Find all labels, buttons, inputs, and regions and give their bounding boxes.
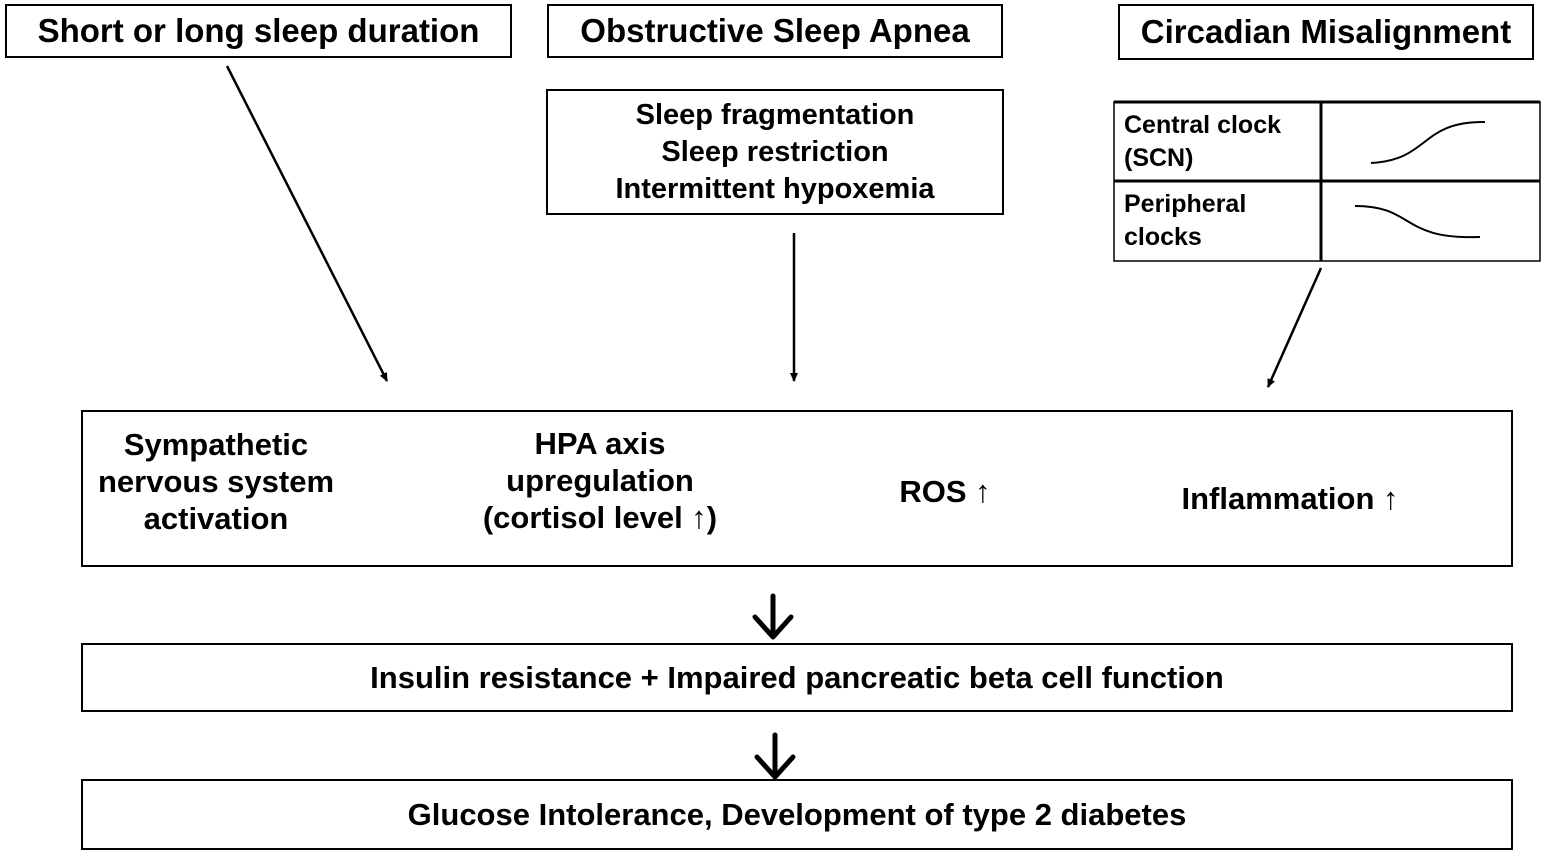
glucose-intolerance-label: Glucose Intolerance, Development of type… bbox=[407, 796, 1187, 832]
factor-sympathetic-activation: Sympathetic nervous system activation bbox=[97, 427, 335, 536]
factor-hpa-axis: HPA axis upregulation (cortisol level ↑) bbox=[482, 426, 718, 535]
central-clock-label: Central clock (SCN) bbox=[1124, 111, 1282, 172]
insulin-resistance-label: Insulin resistance + Impaired pancreatic… bbox=[370, 659, 1224, 695]
sleep-duration-label: Short or long sleep duration bbox=[37, 12, 480, 49]
osa-mechanisms-box: Sleep fragmentation Sleep restriction In… bbox=[546, 89, 1004, 215]
circadian-label: Circadian Misalignment bbox=[1140, 13, 1512, 50]
mechanism-sleep-restriction: Sleep restriction bbox=[661, 135, 889, 168]
arrow-sleep-duration-to-factors bbox=[225, 65, 389, 382]
factors-box bbox=[81, 410, 1513, 567]
peripheral-clock-label: Peripheral clocks bbox=[1124, 190, 1247, 251]
factor-ros: ROS ↑ bbox=[899, 474, 991, 509]
down-arrow-icon bbox=[754, 732, 796, 780]
glucose-intolerance-box: Glucose Intolerance, Development of type… bbox=[81, 779, 1513, 850]
arrow-circadian-to-factors bbox=[1266, 267, 1323, 388]
down-arrow-icon bbox=[752, 593, 794, 640]
circadian-box: Circadian Misalignment bbox=[1118, 4, 1534, 60]
sleep-duration-box: Short or long sleep duration bbox=[5, 4, 512, 58]
osa-box: Obstructive Sleep Apnea bbox=[547, 4, 1003, 58]
mechanism-sleep-fragmentation: Sleep fragmentation bbox=[635, 98, 915, 131]
osa-label: Obstructive Sleep Apnea bbox=[580, 12, 970, 49]
mechanism-intermittent-hypoxemia: Intermittent hypoxemia bbox=[615, 172, 935, 205]
factor-inflammation: Inflammation ↑ bbox=[1181, 481, 1399, 516]
clock-table: Central clock (SCN) Peripheral clocks bbox=[1113, 101, 1540, 261]
insulin-resistance-box: Insulin resistance + Impaired pancreatic… bbox=[81, 643, 1513, 712]
